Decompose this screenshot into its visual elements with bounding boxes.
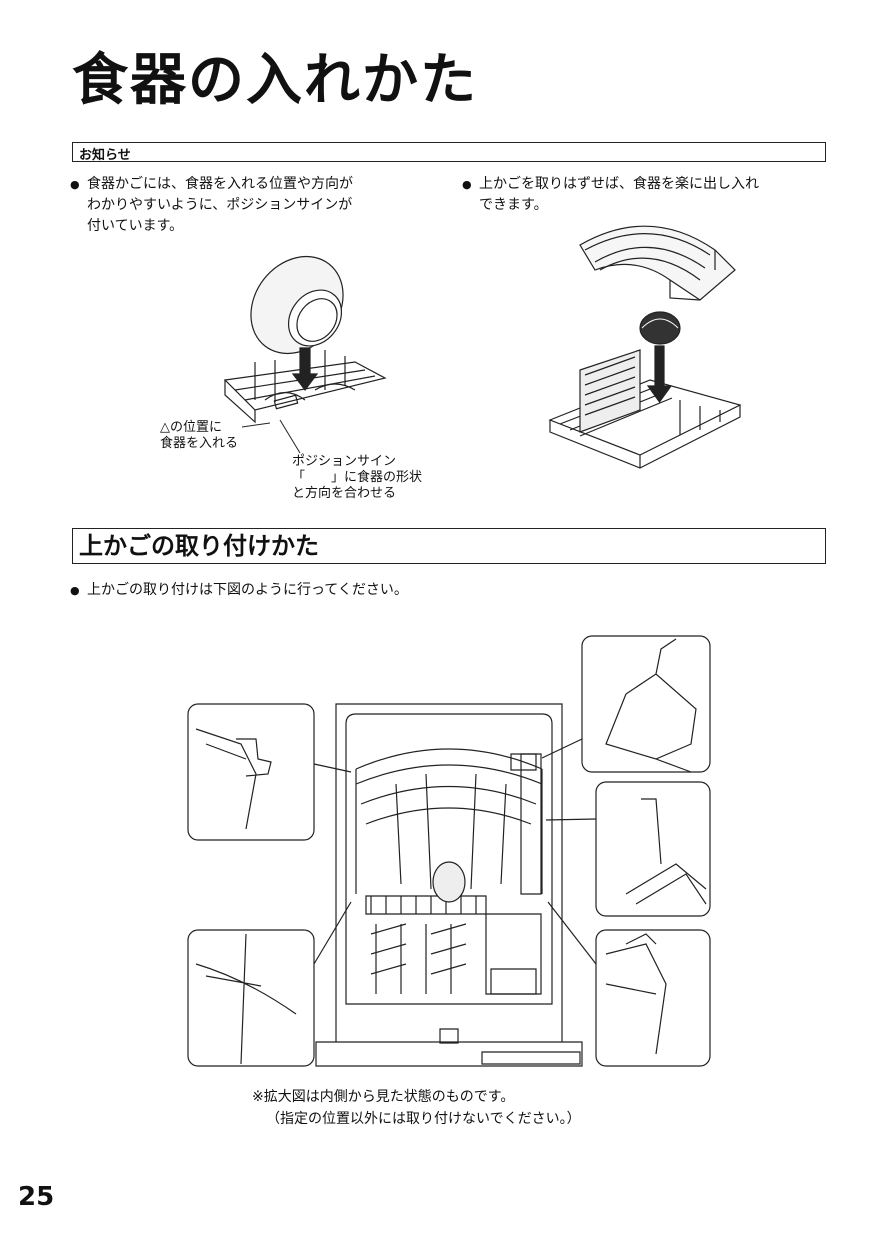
note-line: （指定の位置以外には取り付けないでください。） — [266, 1111, 581, 1127]
bullet-line: できます。 — [479, 197, 548, 213]
bowl-placement-illustration — [215, 250, 395, 440]
bullet-line: 上かごを取りはずせば、食器を楽に出し入れ — [479, 176, 759, 192]
notice-label: お知らせ — [79, 148, 131, 163]
bullet-line: 食器かごには、食器を入れる位置や方向が — [87, 176, 353, 192]
bullet-line: 上かごの取り付けは下図のように行ってください。 — [87, 582, 408, 598]
bullet-icon: ● — [70, 584, 80, 597]
bullet-line: わかりやすいように、ポジションサインが — [87, 197, 353, 213]
notice-right-bullet: ● 上かごを取りはずせば、食器を楽に出し入れ できます。 — [462, 174, 822, 218]
bullet-icon: ● — [462, 178, 472, 191]
callout-line: 「 」に食器の形状 — [292, 470, 423, 485]
page-number: 25 — [18, 1182, 55, 1212]
callout-line: △の位置に — [160, 420, 222, 435]
callout-line: と方向を合わせる — [292, 486, 397, 501]
callout-position-sign-text: ポジションサイン 「 」に食器の形状 と方向を合わせる — [292, 454, 422, 502]
section-title: 上かごの取り付けかた — [79, 532, 319, 560]
callout-line: 食器を入れる — [160, 436, 239, 451]
bullet-line: 付いています。 — [87, 218, 184, 234]
callout-position-text: △の位置に 食器を入れる — [160, 420, 238, 452]
note-line: ※拡大図は内側から見た状態のものです。 — [252, 1089, 515, 1105]
page-title: 食器の入れかた — [72, 48, 478, 113]
callout-line: ポジションサイン — [292, 454, 397, 469]
section-header: 上かごの取り付けかた — [72, 528, 826, 564]
notice-left-bullet: ● 食器かごには、食器を入れる位置や方向が わかりやすいように、ポジションサイン… — [70, 174, 430, 240]
upper-basket-installation-illustration — [186, 634, 712, 1068]
bullet-icon: ● — [70, 178, 80, 191]
notice-header: お知らせ — [72, 142, 826, 163]
callout-leader-lines — [200, 415, 310, 455]
section-bullet: ● 上かごの取り付けは下図のように行ってください。 — [70, 580, 570, 602]
removed-basket-illustration — [540, 210, 750, 475]
figure-notes: ※拡大図は内側から見た状態のものです。 （指定の位置以外には取り付けないでくださ… — [252, 1086, 581, 1130]
